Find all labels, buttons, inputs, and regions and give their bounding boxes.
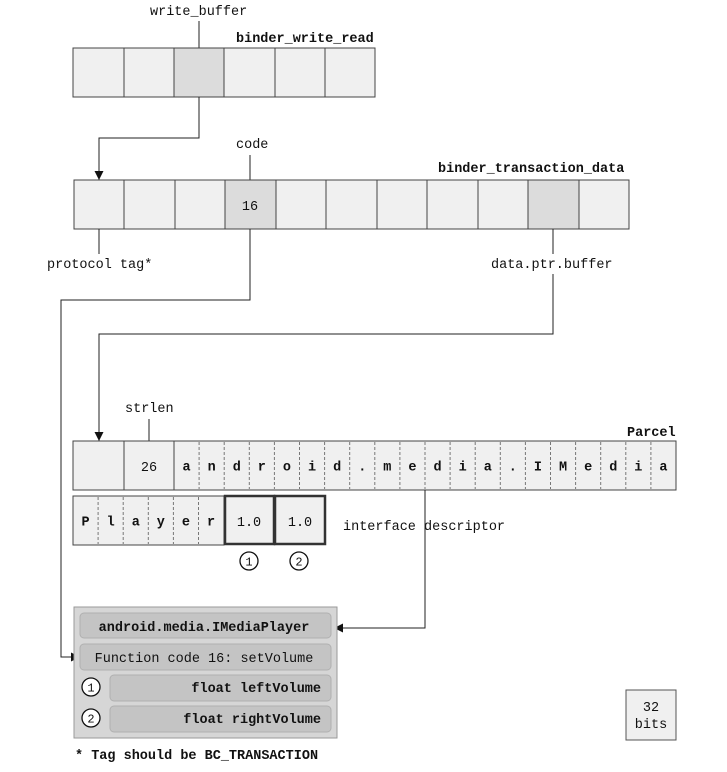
descriptor-char: d <box>433 461 441 476</box>
bwr-field <box>274 47 326 98</box>
descriptor-char: y <box>157 516 165 531</box>
btd-field <box>376 179 428 230</box>
descriptor-pill <box>79 612 332 639</box>
marker-1-circle <box>239 551 259 571</box>
descriptor-char: a <box>659 461 667 476</box>
parcel-strlen-field <box>123 440 175 491</box>
code-value: 16 <box>242 200 258 215</box>
binder-transaction-data-struct <box>73 179 630 230</box>
code-label: code <box>236 138 268 153</box>
size-legend: 32 bits <box>625 689 677 741</box>
btd-data-ptr-buffer-field <box>527 179 580 230</box>
binder-transaction-data-label: binder_transaction_data <box>438 162 624 177</box>
legend-box <box>625 689 677 741</box>
btd-field <box>325 179 378 230</box>
descriptor-char: a <box>132 516 140 531</box>
float-markers: 1 2 <box>239 551 309 571</box>
descriptor-char: l <box>107 516 115 531</box>
descriptor-char: d <box>233 461 241 476</box>
marker-2-circle <box>289 551 309 571</box>
strlen-label: strlen <box>125 402 174 417</box>
descriptor-char: o <box>283 461 291 476</box>
arg2-marker-circle <box>81 708 101 728</box>
btd-protocol-tag-field <box>73 179 125 230</box>
descriptor-char: i <box>308 461 316 476</box>
descriptor-char: d <box>333 461 341 476</box>
descriptor-char: M <box>559 461 567 476</box>
float-value-right: 1.0 <box>288 516 312 531</box>
arg2-marker-text: 2 <box>87 713 94 727</box>
marker-1-text: 1 <box>245 556 252 570</box>
arg1-text: float leftVolume <box>191 682 321 697</box>
legend-line-2: bits <box>635 718 667 733</box>
descriptor-text: android.media.IMediaPlayer <box>99 621 310 636</box>
btd-field <box>174 179 226 230</box>
data-ptr-buffer-label: data.ptr.buffer <box>491 258 613 273</box>
interface-descriptor-label: interface descriptor <box>343 520 505 535</box>
bwr-field <box>72 47 125 98</box>
protocol-tag-label: protocol tag* <box>47 258 152 273</box>
arg1-pill <box>109 674 332 702</box>
descriptor-char: e <box>584 461 592 476</box>
marker-2-text: 2 <box>295 556 302 570</box>
descriptor-char: i <box>634 461 642 476</box>
descriptor-char: e <box>408 461 416 476</box>
write-buffer-pointer-arrow <box>94 97 200 180</box>
btd-field <box>123 179 176 230</box>
descriptor-char: . <box>509 461 517 476</box>
footnote: * Tag should be BC_TRANSACTION <box>75 749 318 764</box>
descriptor-char: e <box>182 516 190 531</box>
descriptor-to-panel-arrow <box>334 490 426 633</box>
float-value-left: 1.0 <box>237 516 261 531</box>
descriptor-char: a <box>484 461 492 476</box>
arg1-marker-circle <box>81 677 101 697</box>
descriptor-char: m <box>383 461 391 476</box>
descriptor-char: . <box>358 461 366 476</box>
legend-line-1: 32 <box>643 701 659 716</box>
strlen-value: 26 <box>141 461 157 476</box>
arg1-marker-text: 1 <box>87 682 94 696</box>
descriptor-char: I <box>534 461 542 476</box>
btd-field <box>275 179 327 230</box>
binder-write-read-struct <box>72 47 376 98</box>
function-pill <box>79 643 332 671</box>
descriptor-char: P <box>81 516 89 531</box>
descriptor-char: i <box>459 461 467 476</box>
descriptor-char: r <box>207 516 215 531</box>
descriptor-char: d <box>609 461 617 476</box>
btd-field <box>477 179 529 230</box>
descriptor-char: n <box>208 461 216 476</box>
parcel-header-field <box>72 440 125 491</box>
parcel-label: Parcel <box>627 426 676 441</box>
descriptor-char: a <box>182 461 190 476</box>
write-buffer-label: write_buffer <box>150 5 247 20</box>
btd-field <box>426 179 479 230</box>
code-to-function-arrow <box>60 229 251 662</box>
arg2-text: float rightVolume <box>183 713 321 728</box>
float-cell-right <box>273 494 327 546</box>
data-pointer-to-parcel-arrow <box>94 274 554 441</box>
function-text: Function code 16: setVolume <box>95 652 314 667</box>
binder-write-read-label: binder_write_read <box>236 32 374 47</box>
btd-code-field <box>224 179 277 230</box>
bwr-field <box>223 47 276 98</box>
btd-field <box>578 179 630 230</box>
bwr-field <box>123 47 175 98</box>
arg2-pill <box>109 705 332 733</box>
descriptor-char: r <box>258 461 266 476</box>
bwr-write-buffer-field <box>173 47 225 98</box>
media-player-call-panel: android.media.IMediaPlayer Function code… <box>73 606 338 739</box>
bwr-field <box>324 47 376 98</box>
